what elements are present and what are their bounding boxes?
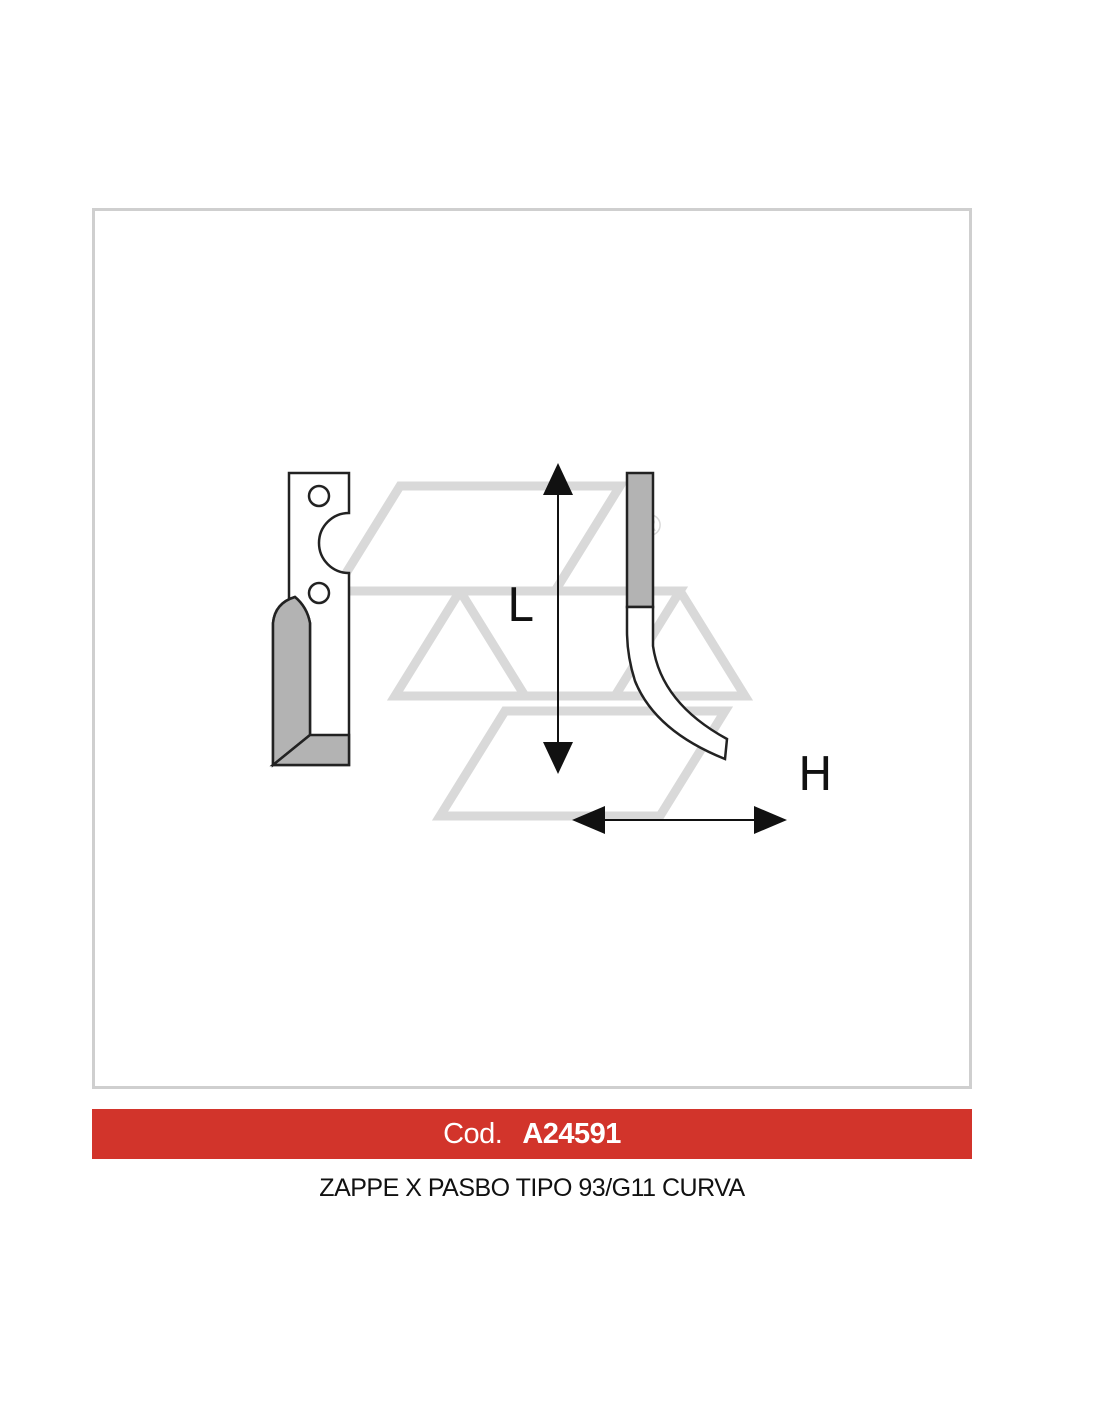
- blade-front-view: [269, 471, 351, 768]
- product-code: A24591: [522, 1117, 621, 1150]
- blade-side-view: [625, 471, 729, 761]
- code-prefix: Cod.: [443, 1117, 503, 1150]
- product-drawing-frame: ® L H: [92, 208, 972, 1089]
- height-dimension-arrow: [572, 806, 787, 834]
- product-description: ZAPPE X PASBO TIPO 93/G11 CURVA: [319, 1174, 745, 1202]
- length-label: L: [507, 578, 533, 632]
- watermark-logo: [326, 481, 754, 821]
- length-dimension-arrow: [543, 463, 573, 774]
- blade-technical-drawing: ® L H: [269, 463, 833, 834]
- product-code-banner: Cod. A24591: [92, 1109, 972, 1159]
- height-label: H: [798, 747, 833, 801]
